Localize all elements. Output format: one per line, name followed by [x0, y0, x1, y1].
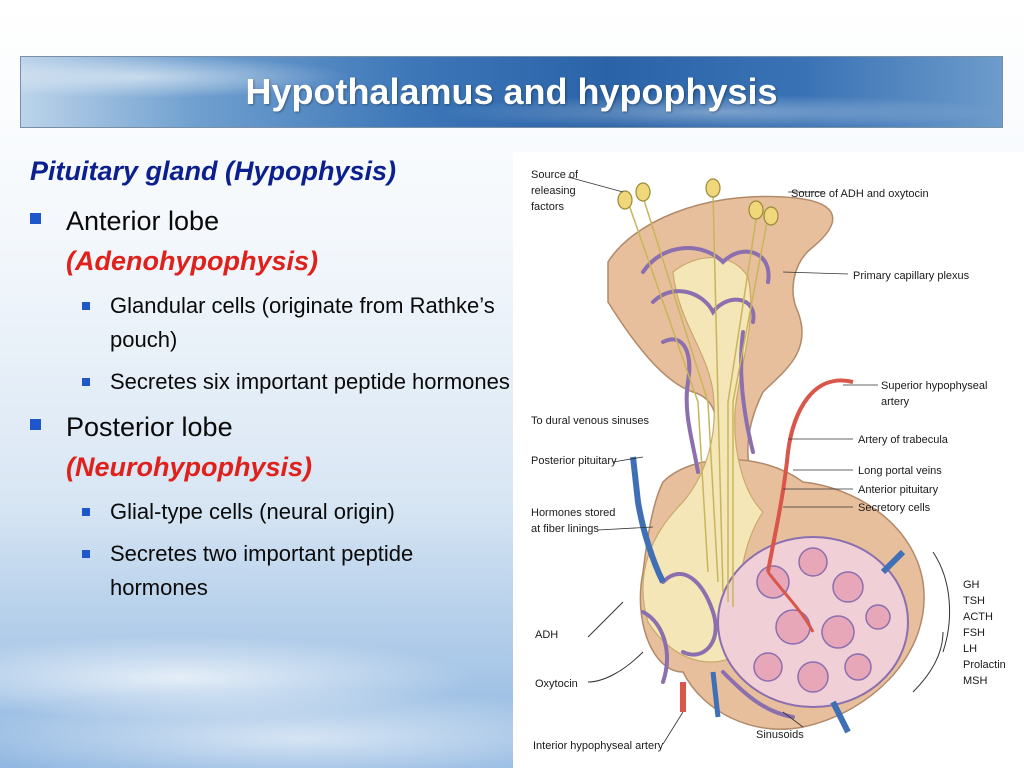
posterior-vein [630, 456, 666, 584]
sub-bullet-text: Glandular cells (originate from Rathke’s… [110, 293, 495, 352]
superior-hypophyseal-artery [766, 378, 854, 573]
bullet-content: Pituitary gland (Hypophysis) Anterior lo… [30, 150, 510, 613]
label-adh: ADH [535, 629, 558, 641]
bottom-vein [830, 700, 851, 734]
square-bullet-icon [30, 213, 41, 224]
sub-bullet: Glandular cells (originate from Rathke’s… [30, 289, 510, 357]
leader-lines [567, 176, 878, 745]
neuron-bodies [617, 178, 779, 226]
label-hormones-stored: Hormones stored [531, 507, 615, 519]
label-trabecula: Artery of trabecula [858, 434, 949, 446]
posterior-lobe-alias: (Neurohypophysis) [66, 452, 313, 482]
sub-bullet: Secretes six important peptide hormones [30, 365, 510, 399]
pituitary-diagram: Source of releasing factors Source of AD… [513, 152, 1024, 768]
sub-bullet: Secretes two important peptide hormones [30, 537, 510, 605]
label-anterior-pituitary: Anterior pituitary [858, 484, 939, 496]
label-dural-sinuses: To dural venous sinuses [531, 415, 650, 427]
hormone-label: FSH [963, 627, 985, 639]
label-source-releasing: factors [531, 201, 565, 213]
slide-title: Hypothalamus and hypophysis [245, 71, 778, 112]
label-oxytocin: Oxytocin [535, 678, 578, 690]
square-bullet-icon [82, 508, 90, 516]
pituitary-illustration: Source of releasing factors Source of AD… [531, 169, 1006, 752]
anterior-lobe-alias: (Adenohypophysis) [66, 246, 319, 276]
label-posterior-pituitary: Posterior pituitary [531, 455, 617, 467]
posterior-lobe-label: Posterior lobe [66, 412, 233, 442]
nerve-fibers [627, 191, 769, 607]
label-hormones-stored: at fiber linings [531, 523, 599, 535]
bullet-posterior-lobe: Posterior lobe (Neurohypophysis) [30, 407, 510, 487]
hormone-label: MSH [963, 675, 988, 687]
sub-bullet-text: Glial-type cells (neural origin) [110, 499, 395, 524]
anterior-vein [880, 549, 906, 575]
label-superior-artery: artery [881, 396, 910, 408]
sub-bullet: Glial-type cells (neural origin) [30, 495, 510, 529]
label-sinusoids: Sinusoids [756, 729, 804, 741]
label-source-adh: Source of ADH and oxytocin [791, 188, 929, 200]
square-bullet-icon [82, 378, 90, 386]
output-arrows [587, 551, 950, 693]
section-heading: Pituitary gland (Hypophysis) [30, 156, 397, 186]
hormone-label: Prolactin [963, 659, 1006, 671]
label-primary-plexus: Primary capillary plexus [853, 270, 970, 282]
sub-bullet-text: Secretes six important peptide hormones [110, 369, 510, 394]
title-bar: Hypothalamus and hypophysis [20, 56, 1003, 128]
label-source-releasing: Source of [531, 169, 579, 181]
capillary-plexus [641, 246, 795, 719]
sub-bullet-text: Secretes two important peptide hormones [110, 541, 414, 600]
cell-clusters [753, 547, 891, 693]
anterior-lobe-label: Anterior lobe [66, 206, 220, 236]
label-secretory-cells: Secretory cells [858, 502, 931, 514]
bullet-anterior-lobe: Anterior lobe (Adenohypophysis) [30, 201, 510, 281]
hormone-label: GH [963, 579, 980, 591]
hormone-list: GH TSH ACTH FSH LH Prolactin MSH [963, 579, 1006, 687]
label-superior-artery: Superior hypophyseal [881, 380, 987, 392]
artery-of-trabecula [766, 571, 815, 633]
center-vein [710, 671, 721, 718]
square-bullet-icon [82, 550, 90, 558]
hormone-label: ACTH [963, 611, 993, 623]
label-inferior-artery: Interior hypophyseal artery [533, 740, 664, 752]
label-source-releasing: releasing [531, 185, 576, 197]
square-bullet-icon [82, 302, 90, 310]
hormone-label: TSH [963, 595, 985, 607]
square-bullet-icon [30, 419, 41, 430]
hormone-label: LH [963, 643, 977, 655]
label-portal-veins: Long portal veins [858, 465, 942, 477]
